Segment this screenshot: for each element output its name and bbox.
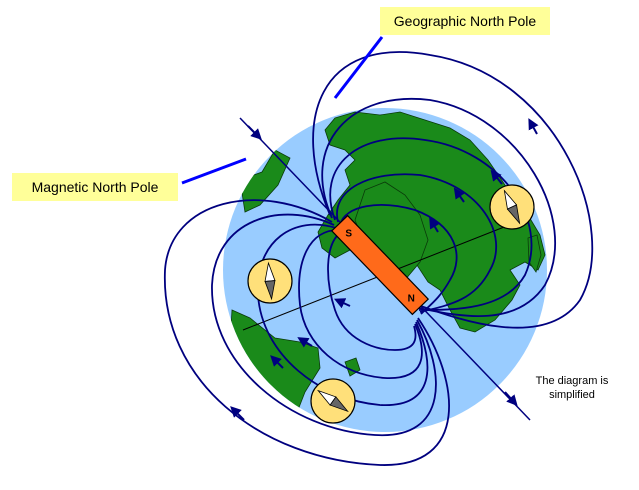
bar-magnet: S N xyxy=(330,214,430,316)
field-line-left-5 xyxy=(327,232,417,351)
arrow-right-2 xyxy=(490,169,503,185)
magnetic-north-pole-label: Magnetic North Pole xyxy=(12,173,178,201)
land-north-tip xyxy=(239,149,291,213)
compass-icon xyxy=(310,378,356,424)
field-line-outer-right xyxy=(312,51,594,329)
geographic-pole-pointer xyxy=(333,36,384,99)
arrow-axis-bottom xyxy=(504,391,518,407)
geographic-north-pole-label: Geographic North Pole xyxy=(380,7,550,35)
field-arrows xyxy=(230,118,539,421)
field-line-right-2 xyxy=(321,97,556,318)
field-line-outer-left xyxy=(164,199,450,466)
field-line-left-4 xyxy=(298,229,423,379)
magnet-body xyxy=(330,214,430,316)
simplified-note: The diagram is simplified xyxy=(535,375,609,401)
magnetic-pole-pointer xyxy=(181,157,247,185)
arrow-right-4 xyxy=(429,217,440,233)
field-line-right-3 xyxy=(329,137,533,311)
arrow-right-1 xyxy=(528,118,539,135)
magnet-north-label: N xyxy=(408,293,415,304)
arrow-left-3 xyxy=(297,337,313,348)
magnetic-field-lines xyxy=(164,51,594,466)
arrow-right-3 xyxy=(453,187,465,203)
compass-icon xyxy=(247,258,293,304)
field-line-left-2 xyxy=(211,213,437,436)
field-line-right-5 xyxy=(339,204,458,315)
magnet-south-label: S xyxy=(345,229,352,240)
field-line-left-3 xyxy=(257,223,429,406)
arrow-left-2 xyxy=(270,355,284,369)
field-line-right-4 xyxy=(336,173,498,313)
arrow-left-4 xyxy=(333,298,351,309)
arrow-left-1 xyxy=(230,406,245,421)
arrow-axis-top xyxy=(247,125,262,140)
compass-icon xyxy=(489,184,535,230)
